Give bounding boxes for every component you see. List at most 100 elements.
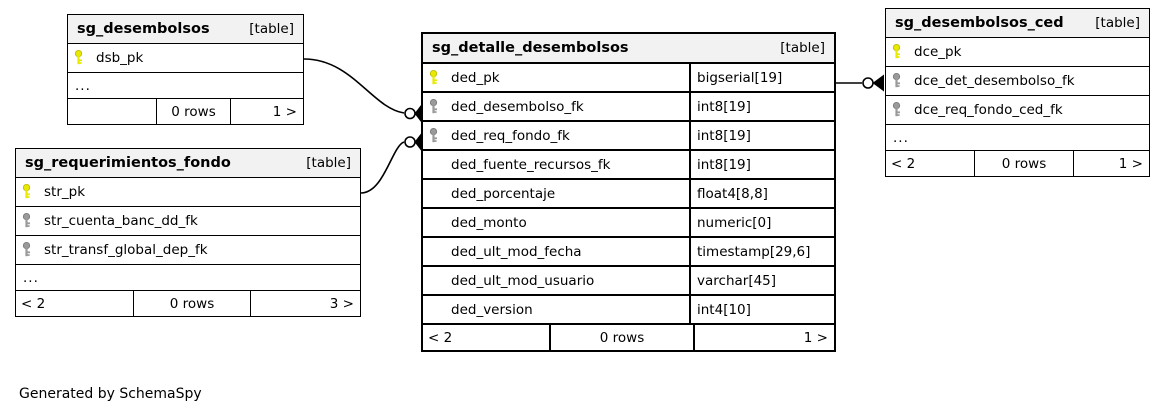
column-type: int8[19]: [689, 93, 834, 120]
table-row[interactable]: ded_ult_mod_usuario varchar[45]: [423, 267, 834, 296]
column-type: varchar[45]: [689, 267, 834, 294]
cardinality-zero-marker: [404, 107, 416, 120]
foreign-key-icon: [423, 93, 443, 120]
relationship-desembolsos-detalle: [303, 58, 421, 122]
column-name: ded_version: [451, 301, 533, 318]
table-row[interactable]: ded_monto numeric[0]: [423, 209, 834, 238]
more-columns-ellipsis: ...: [68, 73, 303, 99]
table-type-tag: [table]: [780, 40, 825, 56]
column-name: ded_fuente_recursos_fk: [451, 156, 611, 173]
table-row[interactable]: ded_ult_mod_fecha timestamp[29,6]: [423, 238, 834, 267]
footer-next-link[interactable]: 1 >: [803, 329, 828, 346]
table-sg_detalle_desembolsos[interactable]: sg_detalle_desembolsos [table] ded_pk bi…: [421, 32, 836, 352]
foreign-key-icon: [16, 207, 36, 235]
column-name: ded_ult_mod_fecha: [451, 243, 582, 260]
column-type: bigserial[19]: [689, 64, 834, 91]
primary-key-icon: [886, 38, 906, 66]
column-name: str_cuenta_banc_dd_fk: [44, 213, 198, 229]
no-key-spacer: [423, 209, 443, 236]
column-name: str_transf_global_dep_fk: [44, 242, 208, 258]
more-columns-ellipsis: ...: [886, 125, 1149, 151]
more-columns-ellipsis: ...: [16, 265, 360, 291]
column-name: str_pk: [44, 184, 86, 200]
table-row[interactable]: ded_desembolso_fk int8[19]: [423, 93, 834, 122]
table-title: sg_desembolsos_ced: [895, 15, 1064, 31]
column-name: dce_det_desembolso_fk: [914, 73, 1075, 89]
table-footer: < 2 0 rows 3 >: [16, 291, 360, 316]
crowsfoot-marker: [872, 74, 884, 92]
column-type: int8[19]: [689, 151, 834, 178]
no-key-spacer: [423, 296, 443, 323]
table-row[interactable]: dsb_pk: [68, 44, 303, 73]
table-row[interactable]: dce_req_fondo_ced_fk: [886, 96, 1149, 125]
relationship-requerimientos-detalle: [360, 133, 421, 194]
foreign-key-icon: [16, 236, 36, 264]
footer-prev-link[interactable]: < 2: [891, 155, 916, 172]
primary-key-icon: [16, 178, 36, 206]
column-name: ded_monto: [451, 214, 527, 231]
table-title: sg_desembolsos: [77, 21, 210, 37]
no-key-spacer: [423, 180, 443, 207]
table-row[interactable]: dce_det_desembolso_fk: [886, 67, 1149, 96]
column-name: dce_pk: [914, 44, 962, 60]
table-header: sg_desembolsos [table]: [68, 15, 303, 44]
column-name: ded_req_fondo_fk: [451, 127, 570, 144]
footer-prev-link[interactable]: [68, 99, 156, 124]
column-name: ded_desembolso_fk: [451, 98, 584, 115]
table-row[interactable]: str_pk: [16, 178, 360, 207]
table-row[interactable]: ded_porcentaje float4[8,8]: [423, 180, 834, 209]
foreign-key-icon: [886, 96, 906, 124]
column-name: ded_ult_mod_usuario: [451, 272, 595, 289]
relationship-detalle-ced: [836, 74, 884, 92]
table-header: sg_requerimientos_fondo [table]: [16, 149, 360, 178]
generated-by-caption: Generated by SchemaSpy: [19, 386, 202, 402]
primary-key-icon: [68, 44, 88, 72]
column-type: int8[19]: [689, 122, 834, 149]
footer-next-link[interactable]: 1 >: [1118, 155, 1143, 172]
table-header: sg_detalle_desembolsos [table]: [423, 34, 834, 64]
footer-prev-link[interactable]: < 2: [21, 295, 46, 312]
table-row[interactable]: ded_version int4[10]: [423, 296, 834, 325]
no-key-spacer: [423, 267, 443, 294]
column-name: ded_pk: [451, 69, 500, 86]
table-type-tag: [table]: [1095, 15, 1140, 31]
footer-row-count: 0 rows: [156, 99, 231, 124]
table-row[interactable]: str_transf_global_dep_fk: [16, 236, 360, 265]
table-row[interactable]: ded_pk bigserial[19]: [423, 64, 834, 93]
primary-key-icon: [423, 64, 443, 91]
column-name: dce_req_fondo_ced_fk: [914, 102, 1063, 118]
table-title: sg_requerimientos_fondo: [25, 155, 231, 171]
table-header: sg_desembolsos_ced [table]: [886, 9, 1149, 38]
column-type: int4[10]: [689, 296, 834, 323]
table-row[interactable]: str_cuenta_banc_dd_fk: [16, 207, 360, 236]
table-sg_desembolsos[interactable]: sg_desembolsos [table] dsb_pk ... 0 rows…: [67, 14, 304, 125]
table-type-tag: [table]: [249, 21, 294, 37]
column-name: ded_porcentaje: [451, 185, 556, 202]
table-row[interactable]: ded_fuente_recursos_fk int8[19]: [423, 151, 834, 180]
footer-row-count: 0 rows: [549, 325, 695, 350]
foreign-key-icon: [423, 122, 443, 149]
footer-prev-link[interactable]: < 2: [428, 329, 453, 346]
table-footer: 0 rows 1 >: [68, 99, 303, 124]
table-row[interactable]: dce_pk: [886, 38, 1149, 67]
footer-row-count: 0 rows: [974, 151, 1074, 176]
no-key-spacer: [423, 238, 443, 265]
foreign-key-icon: [886, 67, 906, 95]
footer-next-link[interactable]: 1 >: [272, 103, 297, 120]
table-title: sg_detalle_desembolsos: [432, 40, 629, 56]
table-type-tag: [table]: [306, 155, 351, 171]
cardinality-zero-marker: [404, 136, 416, 148]
table-row[interactable]: ded_req_fondo_fk int8[19]: [423, 122, 834, 151]
column-name: dsb_pk: [96, 50, 144, 66]
table-sg_desembolsos_ced[interactable]: sg_desembolsos_ced [table] dce_pk dce_de…: [885, 8, 1150, 177]
table-footer: < 2 0 rows 1 >: [423, 325, 834, 350]
footer-next-link[interactable]: 3 >: [329, 295, 354, 312]
table-sg_requerimientos_fondo[interactable]: sg_requerimientos_fondo [table] str_pk s…: [15, 148, 361, 317]
column-type: timestamp[29,6]: [689, 238, 834, 265]
no-key-spacer: [423, 151, 443, 178]
column-type: float4[8,8]: [689, 180, 834, 207]
cardinality-zero-marker: [862, 77, 874, 89]
column-type: numeric[0]: [689, 209, 834, 236]
footer-row-count: 0 rows: [133, 291, 251, 316]
table-footer: < 2 0 rows 1 >: [886, 151, 1149, 176]
